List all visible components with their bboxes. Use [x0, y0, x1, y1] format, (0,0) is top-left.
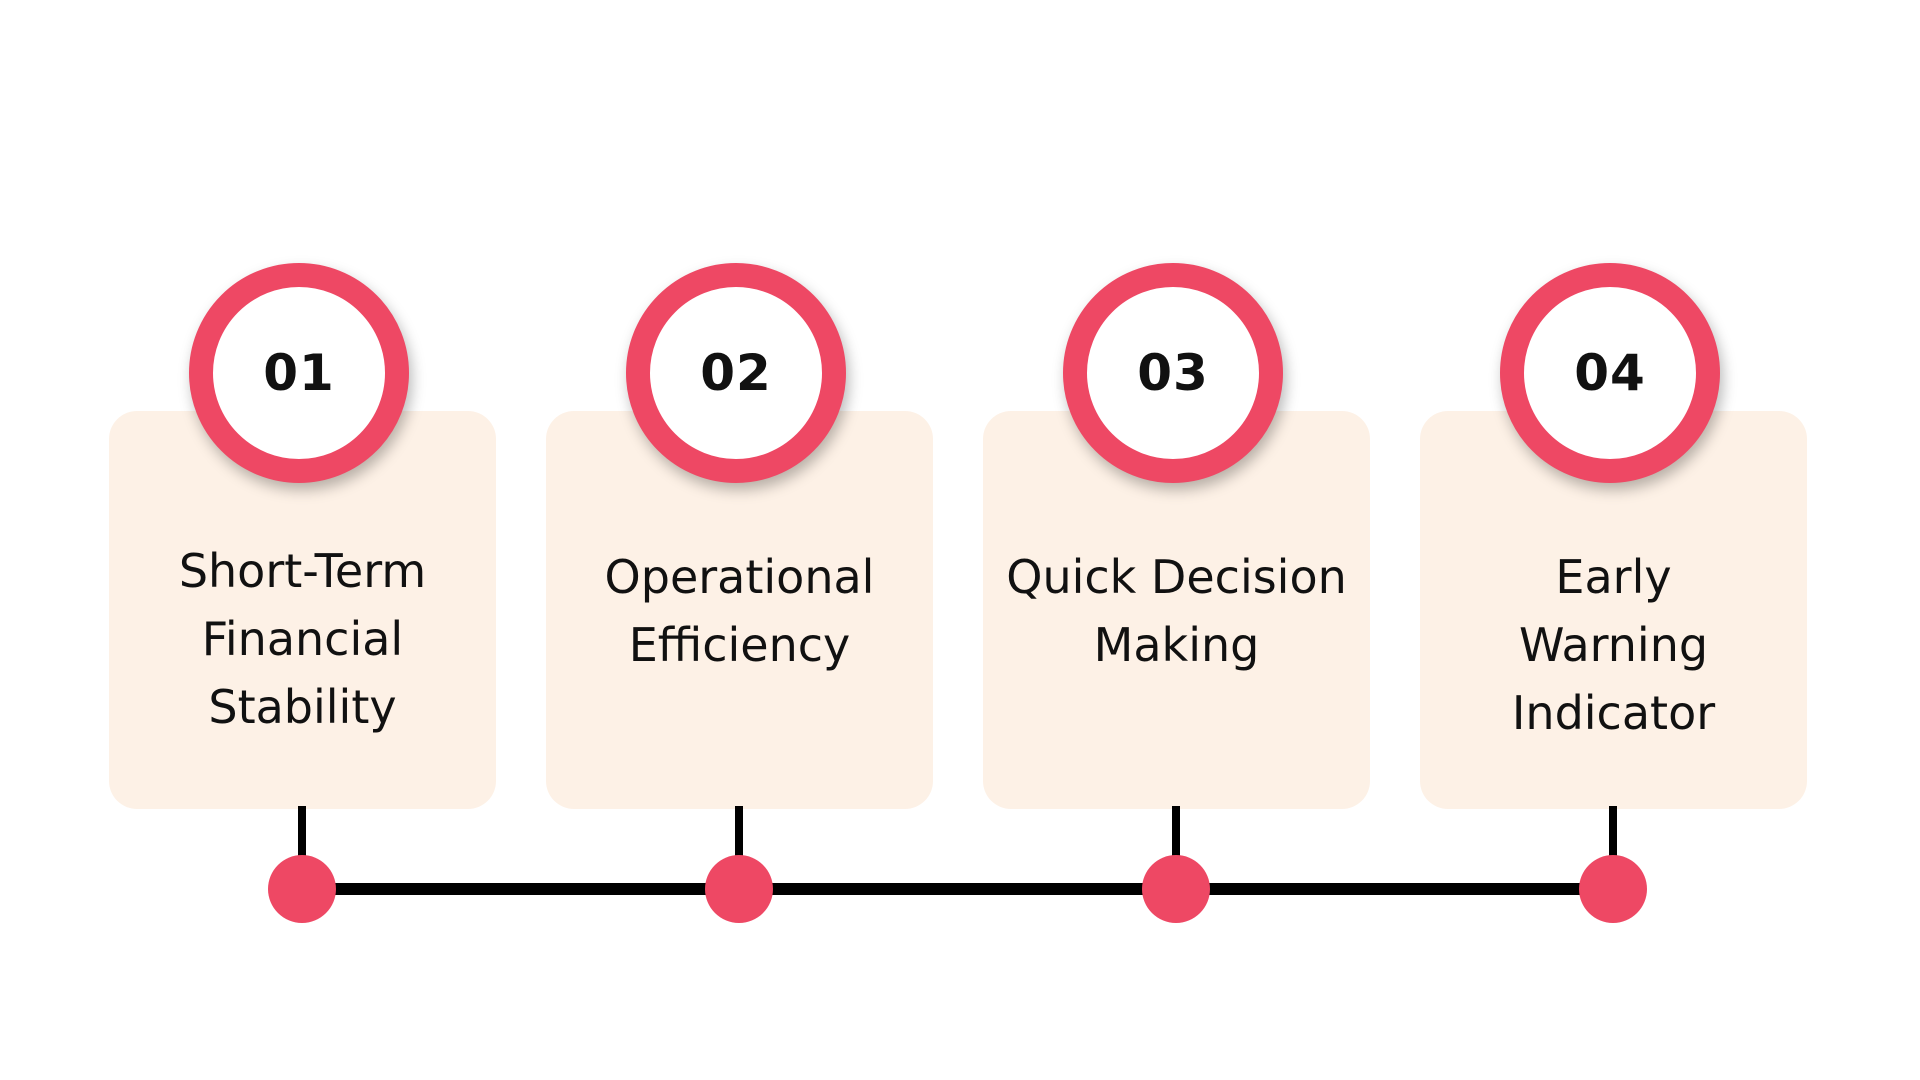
timeline-line — [302, 883, 1616, 895]
step-number: 01 — [263, 344, 335, 402]
timeline-dot-4 — [1579, 855, 1647, 923]
step-number: 02 — [700, 344, 772, 402]
step-label-3: Quick Decision Making — [983, 543, 1370, 679]
connector-line-1 — [298, 806, 306, 886]
step-label-line: Warning — [1518, 618, 1709, 672]
step-number: 03 — [1137, 344, 1209, 402]
step-number: 04 — [1574, 344, 1646, 402]
step-label-line: Quick Decision — [1006, 550, 1347, 604]
step-label-4: Early Warning Indicator — [1420, 543, 1807, 747]
step-label-line: Financial — [201, 612, 404, 666]
step-number-badge-3: 03 — [1063, 263, 1283, 483]
step-number-badge-4: 04 — [1500, 263, 1720, 483]
step-label-line: Short-Term — [178, 544, 427, 598]
step-number-badge-1: 01 — [189, 263, 409, 483]
timeline-dot-2 — [705, 855, 773, 923]
step-label-line: Early — [1555, 550, 1672, 604]
step-label-line: Stability — [208, 680, 397, 734]
step-number-badge-2: 02 — [626, 263, 846, 483]
connector-line-3 — [1172, 806, 1180, 886]
step-label-1: Short-Term Financial Stability — [109, 537, 496, 741]
step-label-2: Operational Efficiency — [546, 543, 933, 679]
step-label-line: Efficiency — [628, 618, 851, 672]
step-label-line: Making — [1093, 618, 1260, 672]
step-label-line: Operational — [604, 550, 875, 604]
step-label-line: Indicator — [1511, 686, 1716, 740]
connector-line-4 — [1609, 806, 1617, 886]
connector-line-2 — [735, 806, 743, 886]
timeline-dot-3 — [1142, 855, 1210, 923]
step-card-3: Quick Decision Making — [983, 411, 1370, 809]
timeline-dot-1 — [268, 855, 336, 923]
